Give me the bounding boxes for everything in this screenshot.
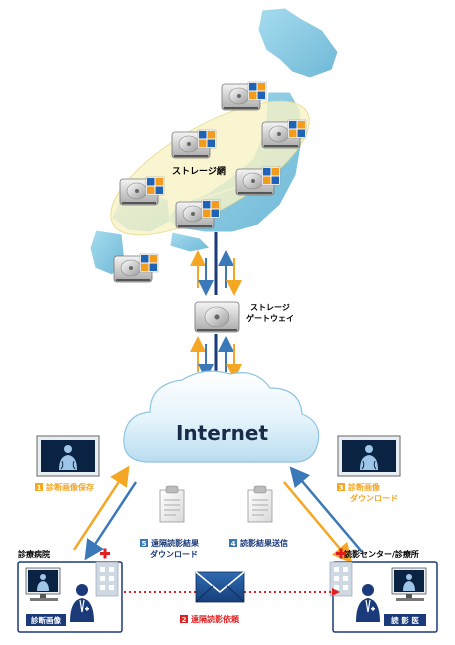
storage-gateway-icon	[194, 301, 240, 333]
step-5-label: 5 遠隔読影結果 ダウンロード	[140, 538, 199, 559]
storage-drive-icon	[235, 166, 281, 196]
internet-cloud	[123, 370, 320, 463]
left-orange-upload-arrow	[72, 465, 130, 551]
step-1-text: 診断画像保存	[46, 482, 94, 492]
step-3-num: 3	[339, 484, 344, 492]
report-document-icon	[159, 485, 185, 523]
gateway-label-line2: ゲートウェイ	[246, 313, 294, 323]
step-4-label: 4 読影結果送信	[229, 538, 288, 548]
right-site-title: 読影センター/診療所	[344, 549, 419, 559]
step-2-text: 遠隔読影依頼	[191, 614, 240, 624]
storage-network-label: ストレージ網	[172, 165, 226, 177]
step-1-label: 1 診断画像保存	[35, 482, 94, 492]
mail-envelope-icon	[195, 571, 245, 603]
storage-drive-icon	[113, 253, 159, 283]
xray-monitor-left	[36, 435, 100, 477]
internet-label: Internet	[176, 421, 268, 445]
left-site-title: 診療病院	[18, 549, 50, 559]
report-document-icon-2	[247, 485, 273, 523]
right-orange-download-arrow	[283, 481, 353, 564]
left-site-badge: 診断画像	[26, 614, 66, 626]
storage-drive-icon	[175, 199, 221, 229]
storage-drive-icon	[221, 81, 267, 111]
storage-drive-icon	[261, 119, 307, 149]
step-3-line2: ダウンロード	[350, 493, 398, 503]
step-2-num: 2	[182, 616, 187, 624]
right-site-badge-text: 読 影 医	[391, 615, 419, 625]
step-1-num: 1	[37, 484, 42, 492]
step-5-line2: ダウンロード	[150, 549, 198, 559]
remote-request-arrowhead	[332, 588, 340, 596]
left-site-badge-text: 診断画像	[31, 615, 61, 625]
storage-drive-icon	[171, 129, 217, 159]
step-4-num: 4	[231, 540, 236, 548]
right-blue-upload-arrow	[289, 466, 363, 553]
step-3-label: 3 診断画像 ダウンロード	[337, 482, 398, 503]
storage-drive-icon	[119, 176, 165, 206]
xray-monitor-right	[337, 435, 401, 477]
right-site-badge: 読 影 医	[384, 614, 426, 626]
step-2-label: 2 遠隔読影依頼	[180, 614, 240, 624]
step-5-line1: 遠隔読影結果	[151, 538, 199, 548]
left-blue-download-arrow	[84, 481, 138, 561]
step-5-num: 5	[142, 540, 147, 548]
step-3-line1: 診断画像	[348, 482, 381, 492]
gateway-label-line1: ストレージ	[250, 303, 290, 312]
step-4-text: 読影結果送信	[240, 538, 288, 548]
